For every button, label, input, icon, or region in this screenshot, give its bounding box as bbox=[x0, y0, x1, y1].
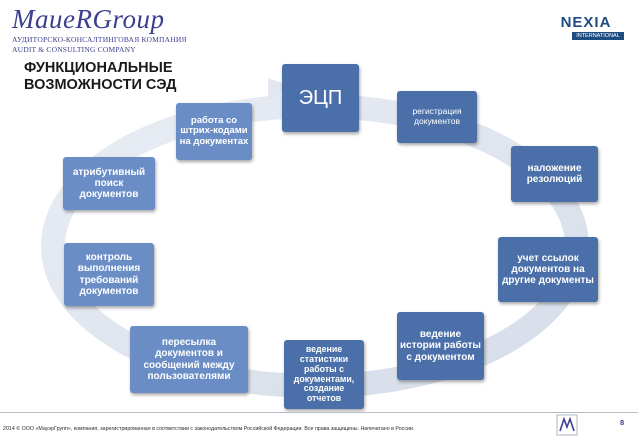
node-barcodes-label: работа со штрих-кодами на документах bbox=[179, 114, 249, 147]
node-search-label: атрибутивный поиск документов bbox=[72, 166, 146, 201]
node-links-label: учет ссылок документов на другие докумен… bbox=[502, 252, 594, 287]
node-forwarding: пересылка документов и сообщений между п… bbox=[130, 326, 248, 393]
node-resolutions-label: наложение резолюций bbox=[526, 162, 583, 185]
footer-copyright: 2014 © ООО «МауэрГрупп», компания, зарег… bbox=[3, 426, 415, 432]
node-barcodes: работа со штрих-кодами на документах bbox=[176, 103, 252, 160]
slide-title-line-1: ФУНКЦИОНАЛЬНЫЕ bbox=[24, 60, 173, 76]
footer-logo-icon bbox=[556, 414, 578, 436]
node-history: ведение истории работы с документом bbox=[397, 312, 484, 380]
page-number: 8 bbox=[620, 418, 625, 427]
slide-title-line-2: ВОЗМОЖНОСТИ СЭД bbox=[24, 77, 177, 93]
node-forwarding-label: пересылка документов и сообщений между п… bbox=[143, 337, 235, 382]
node-registration-label: регистрация документов bbox=[412, 106, 462, 126]
company-tagline-ru: АУДИТОРСКО-КОНСАЛТИНГОВАЯ КОМПАНИЯ bbox=[12, 35, 187, 44]
company-tagline-en: AUDIT & CONSULTING COMPANY bbox=[12, 45, 136, 54]
nexia-logo-text: NEXIA bbox=[560, 14, 612, 31]
node-statistics-label: ведение статистики работы с документами,… bbox=[293, 343, 355, 404]
node-resolutions: наложение резолюций bbox=[511, 146, 598, 202]
center-node: ЭЦП bbox=[282, 64, 359, 132]
nexia-logo: NEXIA INTERNATIONAL bbox=[548, 14, 624, 40]
node-control-label: контроль выполнения требований документо… bbox=[77, 252, 141, 297]
slide-title: ФУНКЦИОНАЛЬНЫЕ ВОЗМОЖНОСТИ СЭД bbox=[24, 60, 254, 94]
center-node-label: ЭЦП bbox=[298, 86, 343, 109]
node-search: атрибутивный поиск документов bbox=[63, 157, 155, 210]
node-statistics: ведение статистики работы с документами,… bbox=[284, 340, 364, 409]
company-logo: MaueRGroup bbox=[12, 4, 165, 34]
nexia-logo-subtext: INTERNATIONAL bbox=[572, 32, 624, 40]
node-registration: регистрация документов bbox=[397, 91, 477, 143]
node-control: контроль выполнения требований документо… bbox=[64, 243, 154, 306]
node-links: учет ссылок документов на другие докумен… bbox=[498, 237, 598, 302]
node-history-label: ведение истории работы с документом bbox=[400, 329, 481, 363]
footer-divider bbox=[0, 412, 638, 413]
